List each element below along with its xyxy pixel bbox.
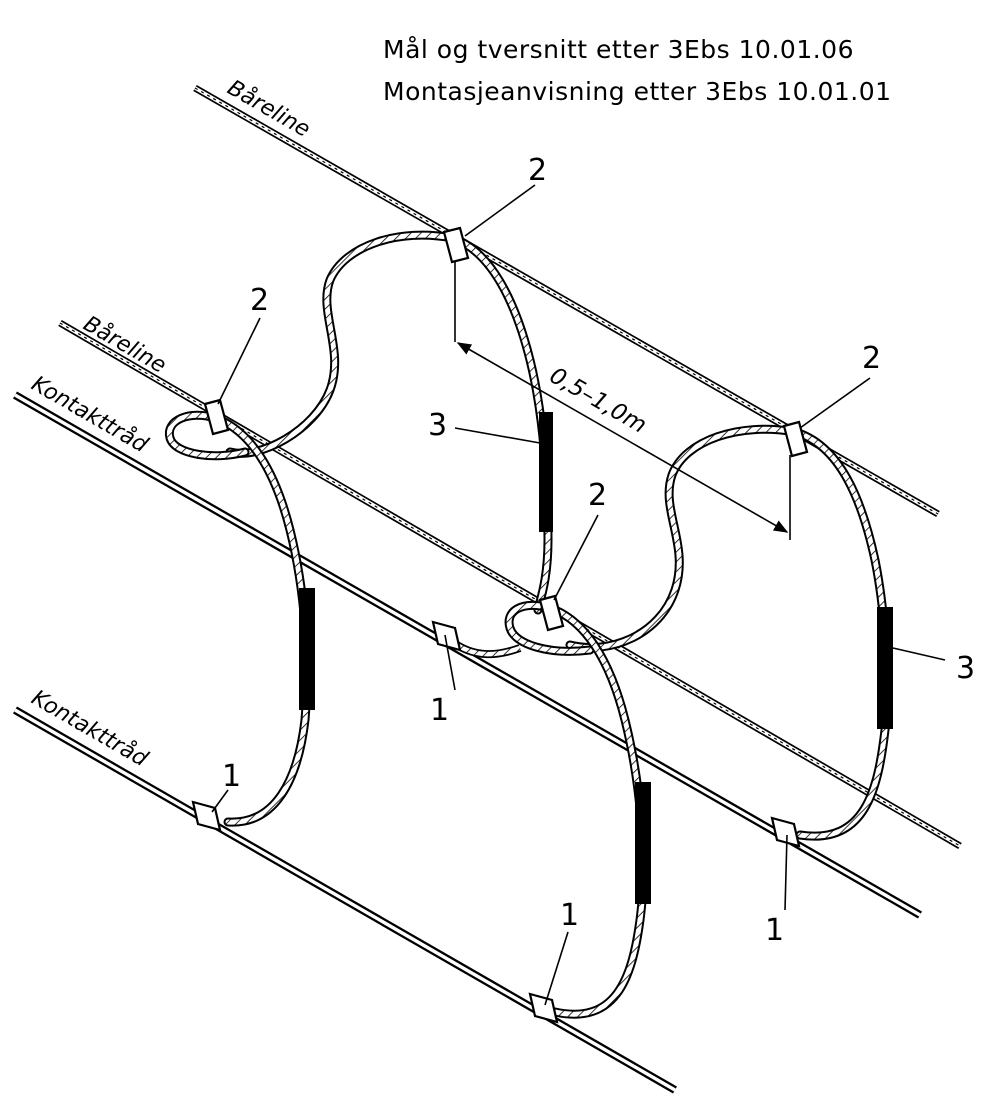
contact-clamp-back-right <box>770 816 801 848</box>
contact-clamps <box>191 620 801 1024</box>
callout-1-front-middle: 1 <box>430 693 449 728</box>
dropper-loop-front-middle <box>447 600 651 1019</box>
messenger-clamp-back-left <box>442 226 470 264</box>
dropper-loop-back-left <box>225 230 553 615</box>
callout-3-back-right: 3 <box>956 651 975 686</box>
callout-2-front-left: 2 <box>250 283 269 318</box>
reference-note-assembly: Montasjeanvisning etter 3Ebs 10.01.01 <box>383 77 892 106</box>
reference-note-dimensions: Mål og tversnitt etter 3Ebs 10.01.06 <box>383 35 854 64</box>
callout-2-front-middle: 2 <box>588 478 607 513</box>
messenger-clamp-front-middle <box>538 594 565 632</box>
callout-2-back-left: 2 <box>528 153 547 188</box>
contact-clamp-lower-middle <box>528 992 559 1024</box>
dimension-spacing <box>454 262 791 540</box>
callout-leaders <box>211 184 946 1006</box>
callout-3-back-left: 3 <box>428 408 447 443</box>
sleeve-back-left <box>539 412 553 532</box>
contact-wire-lower <box>13 706 677 1094</box>
sleeve-back-right <box>877 607 893 729</box>
sleeve-front-left <box>299 588 315 710</box>
callout-1-front-left: 1 <box>222 759 241 794</box>
callout-2-back-right: 2 <box>862 341 881 376</box>
messenger-clamps <box>203 226 809 632</box>
contact-wire-upper <box>13 391 922 919</box>
callout-1-lower-middle: 1 <box>560 898 579 933</box>
messenger-clamp-back-right <box>782 420 809 458</box>
contact-clamp-front-middle <box>431 620 462 652</box>
sleeve-front-middle <box>635 782 651 904</box>
dropper-loop-front-left <box>164 410 315 827</box>
dimension-spacing-label: 0,5–1,0m <box>545 363 651 439</box>
callout-1-back-right: 1 <box>765 913 784 948</box>
messenger-wire-lower <box>58 319 962 850</box>
messenger-clamp-front-left <box>203 398 230 436</box>
